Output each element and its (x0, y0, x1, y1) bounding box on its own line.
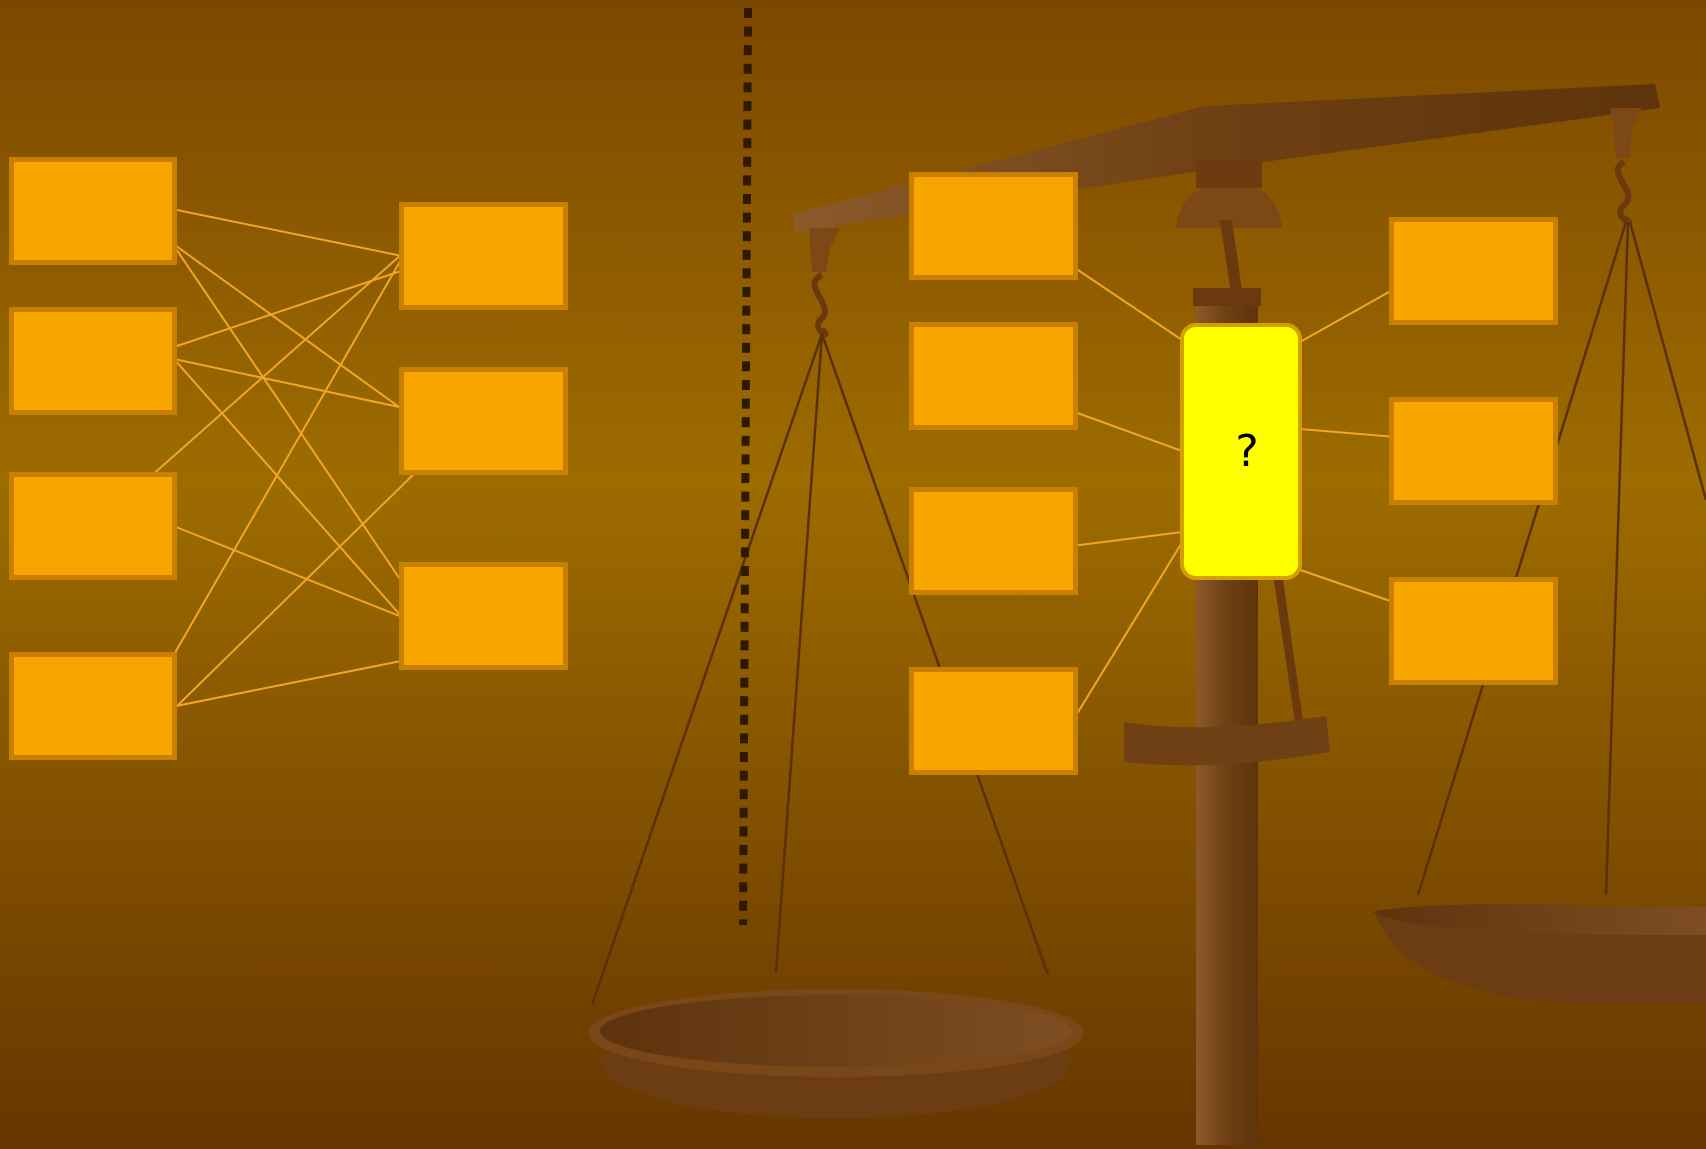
left-layer2-node (399, 202, 568, 310)
question-mark-label: ? (1235, 426, 1258, 477)
pillar-collar (1193, 288, 1261, 306)
right-input-node (909, 667, 1078, 775)
right-input-node (909, 172, 1078, 280)
right-input-node (909, 487, 1078, 595)
left-layer1-node (9, 307, 177, 415)
right-output-node (1389, 577, 1558, 685)
right-output-node (1389, 397, 1558, 505)
right-input-node (909, 322, 1078, 430)
left-layer1-node (9, 472, 177, 580)
unknown-hidden-node: ? (1180, 323, 1302, 580)
left-layer2-node (399, 367, 568, 475)
right-output-node (1389, 217, 1558, 325)
pivot-cap (1196, 160, 1262, 188)
left-layer2-node (399, 562, 568, 670)
left-layer1-node (9, 157, 177, 265)
left-pan-inner (600, 995, 1072, 1067)
left-layer1-node (9, 652, 177, 760)
